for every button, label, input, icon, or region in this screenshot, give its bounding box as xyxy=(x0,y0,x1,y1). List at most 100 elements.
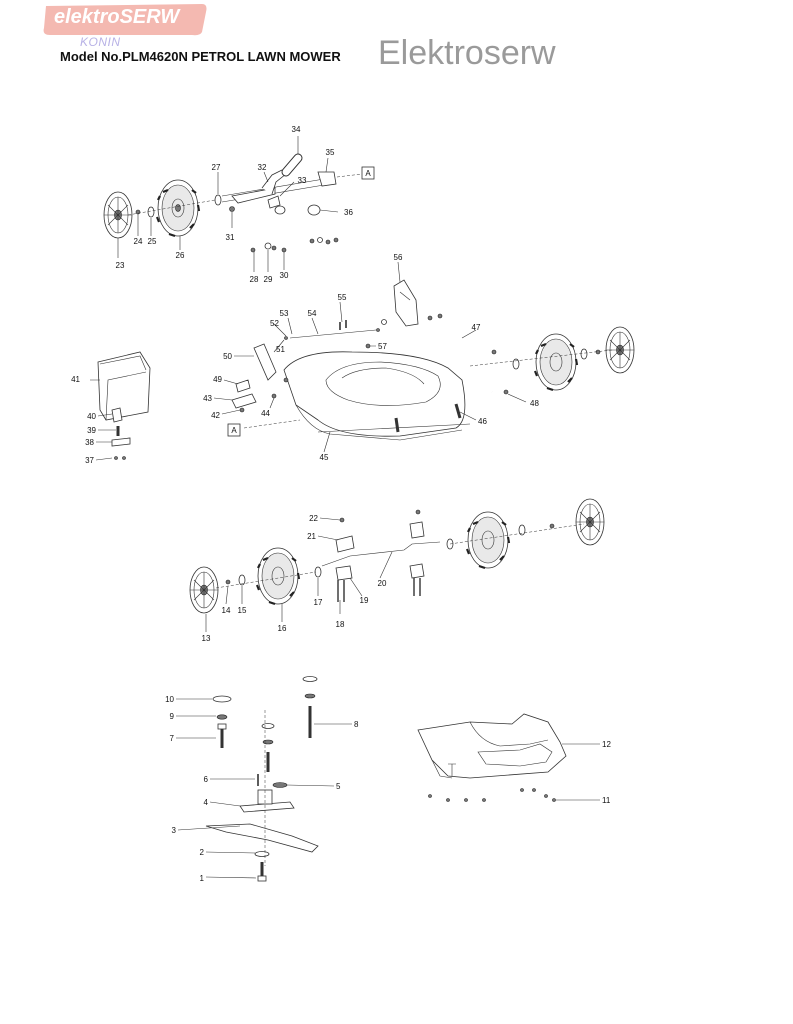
lever-50-icon xyxy=(253,343,277,381)
wheel-rear-axle-big-icon xyxy=(465,511,511,570)
bracket-38-icon xyxy=(111,437,131,447)
part-label-36: 36 xyxy=(344,208,353,217)
wheel-rear-axle-small-icon xyxy=(575,498,605,546)
part-label-28: 28 xyxy=(250,275,259,284)
part-label-35: 35 xyxy=(326,148,335,157)
wheel-26-icon xyxy=(155,179,201,238)
part-label-13: 13 xyxy=(202,634,211,643)
part-label-26: 26 xyxy=(176,251,185,260)
part-label-44: 44 xyxy=(261,409,270,418)
rear-axle-assembly xyxy=(189,498,605,614)
part-label-18: 18 xyxy=(336,620,345,629)
part-label-46: 46 xyxy=(478,417,487,426)
screw-37-icon xyxy=(114,456,118,460)
spring-deck-icon xyxy=(394,417,400,433)
reference-marker-a-bottom xyxy=(227,423,241,437)
bearing-27-icon xyxy=(214,194,222,206)
rear-flap-41-icon xyxy=(97,351,151,421)
washer-14-icon xyxy=(225,579,231,585)
part-label-55: 55 xyxy=(338,293,347,302)
deck-45-icon xyxy=(283,351,471,441)
part-label-31: 31 xyxy=(226,233,235,242)
part-label-52: 52 xyxy=(270,319,279,328)
screw-57-icon xyxy=(365,343,371,349)
part-label-17: 17 xyxy=(314,598,323,607)
wheel-23-icon xyxy=(103,191,133,239)
part-label-15: 15 xyxy=(238,606,247,615)
deck-assembly: A xyxy=(97,279,635,460)
watermark-text: Elektroserw xyxy=(378,34,556,72)
part-label-41: 41 xyxy=(71,375,80,384)
reference-marker-a-bottom-label: A xyxy=(231,426,237,435)
bracket-35-icon xyxy=(317,171,337,187)
part-label-24: 24 xyxy=(134,237,143,246)
spring-set-icon xyxy=(250,237,339,253)
bracket-49-icon xyxy=(235,379,251,393)
elektroserw-logo: elektroSERW xyxy=(42,2,208,36)
rod-54-icon xyxy=(289,329,377,339)
reference-marker-a-top-label: A xyxy=(365,169,371,178)
screw-11-icon xyxy=(552,798,556,802)
part-label-12: 12 xyxy=(602,740,611,749)
part-label-45: 45 xyxy=(320,453,329,462)
spring-46-icon xyxy=(454,403,462,419)
bracket-33-icon xyxy=(267,195,281,209)
part-label-8: 8 xyxy=(354,720,359,729)
cover-12-icon xyxy=(417,713,567,779)
wheel-13-icon xyxy=(189,566,219,614)
bearing-15-icon xyxy=(238,574,246,586)
part-label-47: 47 xyxy=(472,323,481,332)
part-label-57: 57 xyxy=(378,342,387,351)
part-label-33: 33 xyxy=(298,176,307,185)
part-label-29: 29 xyxy=(264,275,273,284)
axle-plate-icon xyxy=(231,187,276,204)
nut-44-icon xyxy=(271,393,277,399)
washer-2-icon xyxy=(254,851,270,857)
part-label-10: 10 xyxy=(165,695,174,704)
part-label-40: 40 xyxy=(87,412,96,421)
washer-5-icon xyxy=(272,782,288,788)
part-label-19: 19 xyxy=(360,596,369,605)
height-lever-56-icon xyxy=(393,279,419,327)
part-label-53: 53 xyxy=(280,309,289,318)
part-label-48: 48 xyxy=(530,399,539,408)
part-label-3: 3 xyxy=(172,826,177,835)
wheel-rear-big-icon xyxy=(533,333,579,392)
bracket-21-icon xyxy=(335,535,355,553)
part-label-14: 14 xyxy=(222,606,231,615)
top-cover-assembly xyxy=(417,713,567,802)
wheel-16-icon xyxy=(255,547,301,606)
part-callouts: 1 2 3 4 5 6 7 8 9 10 11 12 13 14 15 16 1… xyxy=(71,125,611,883)
bearing-25-icon xyxy=(147,206,155,218)
part-label-43: 43 xyxy=(203,394,212,403)
part-label-34: 34 xyxy=(292,125,301,134)
front-axle-assembly: A xyxy=(103,153,375,253)
hinge-40-icon xyxy=(111,407,123,423)
reference-marker-a-top xyxy=(361,166,375,180)
part-label-37: 37 xyxy=(85,456,94,465)
part-label-7: 7 xyxy=(170,734,175,743)
part-label-39: 39 xyxy=(87,426,96,435)
bracket-19-icon xyxy=(335,565,353,581)
part-label-2: 2 xyxy=(200,848,205,857)
washer-9-icon xyxy=(216,714,228,720)
part-label-27: 27 xyxy=(212,163,221,172)
nut-48-icon xyxy=(503,389,509,395)
part-label-30: 30 xyxy=(280,271,289,280)
page-title: Model No.PLM4620N PETROL LAWN MOWER xyxy=(60,49,341,64)
logo-text: elektroSERW xyxy=(54,6,180,28)
bush-icon xyxy=(274,205,286,215)
part-label-4: 4 xyxy=(204,798,209,807)
screw-22-icon xyxy=(339,517,345,523)
bush-36-icon xyxy=(307,204,321,216)
part-label-32: 32 xyxy=(258,163,267,172)
part-label-49: 49 xyxy=(213,375,222,384)
part-label-51: 51 xyxy=(276,345,285,354)
nut-31-icon xyxy=(229,206,235,212)
part-label-1: 1 xyxy=(200,874,205,883)
blade-3-icon xyxy=(205,823,319,853)
part-label-21: 21 xyxy=(307,532,316,541)
part-label-20: 20 xyxy=(378,579,387,588)
part-label-25: 25 xyxy=(148,237,157,246)
